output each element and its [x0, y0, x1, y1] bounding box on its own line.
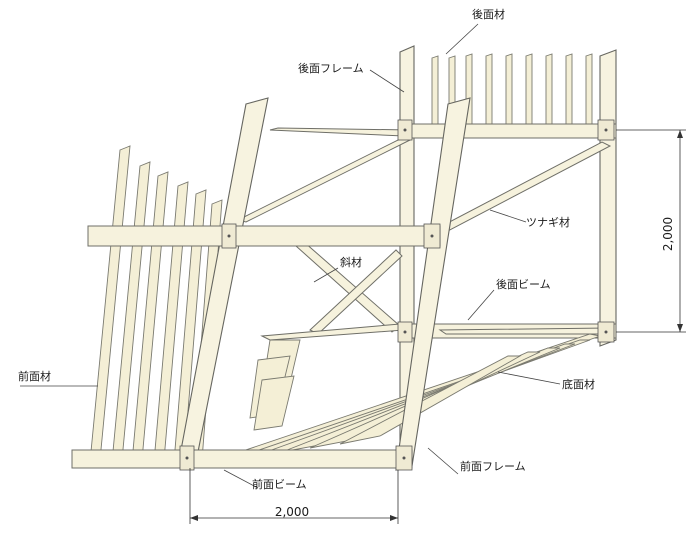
label-front-material: 前面材 [18, 369, 51, 383]
back-top-beam [399, 123, 617, 139]
front-top-beam [87, 225, 441, 247]
joint-bolts [179, 119, 615, 471]
label-back-frame: 後面フレーム [298, 61, 364, 75]
connector-beams [236, 127, 613, 341]
front-panel [71, 97, 471, 471]
front-bottom-beam [71, 449, 413, 469]
height-dimension-value: 2,000 [661, 217, 675, 251]
label-back-material: 後面材 [472, 7, 505, 21]
back-frame-right-post [599, 49, 617, 347]
label-front-beam: 前面ビーム [252, 477, 307, 491]
label-front-frame: 前面フレーム [460, 459, 526, 473]
width-dimension-value: 2,000 [275, 505, 309, 519]
label-back-beam: 後面ビーム [496, 277, 551, 291]
label-connector: ツナギ材 [526, 215, 570, 229]
width-dimension [189, 468, 399, 524]
leader-lines [20, 23, 561, 489]
label-bottom-material: 底面材 [562, 377, 595, 391]
label-diagonal: 斜材 [340, 255, 362, 269]
height-dimension [616, 129, 686, 333]
